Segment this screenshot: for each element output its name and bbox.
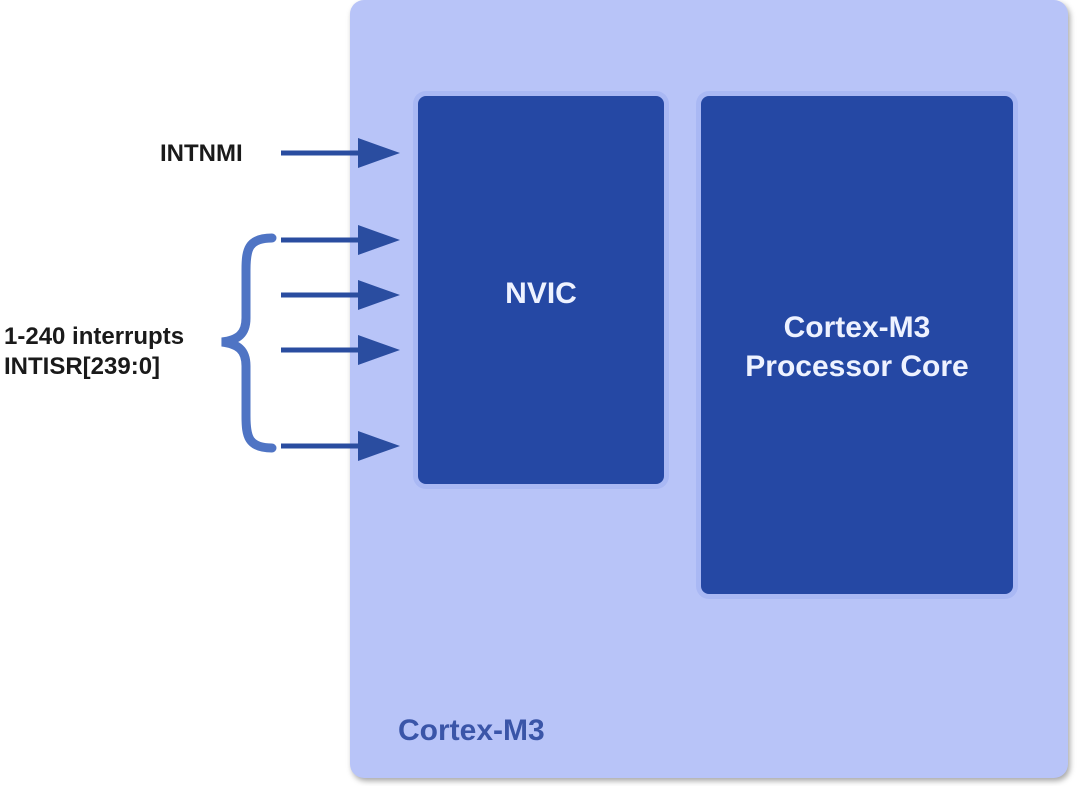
interrupts-count-label: 1-240 interrupts [4, 323, 185, 350]
intnmi-label: INTNMI [160, 140, 243, 167]
intisr-label: INTISR[239:0] [4, 353, 161, 380]
interrupts-label: 1-240 interrupts INTISR[239:0] [4, 322, 184, 382]
processor-core-label: Cortex-M3 Processor Core [745, 311, 969, 383]
processor-core-block: Cortex-M3 Processor Core [701, 96, 1013, 594]
nvic-label: NVIC [505, 277, 577, 310]
cortex-m3-label: Cortex-M3 [398, 714, 545, 747]
interrupts-brace [221, 233, 277, 453]
nvic-block: NVIC [418, 96, 664, 484]
